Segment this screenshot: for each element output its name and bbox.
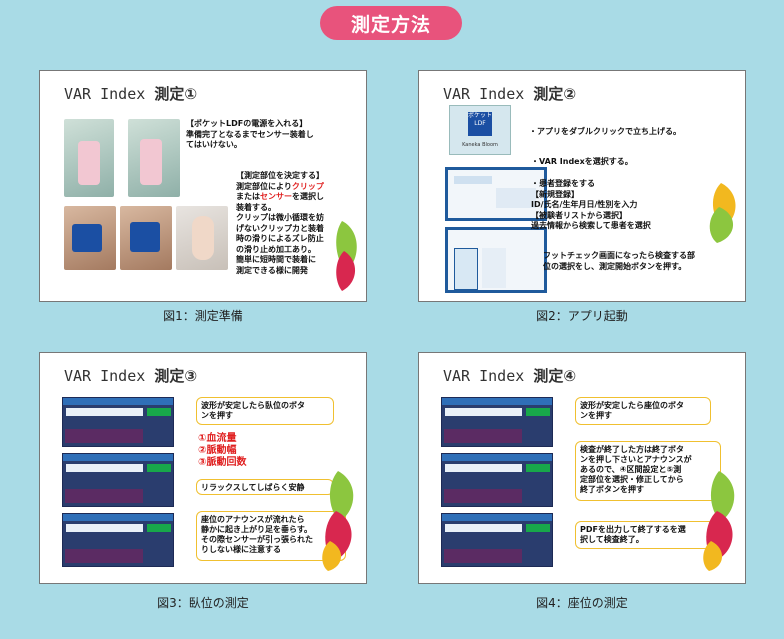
slide-title: VAR Index 測定③	[64, 367, 198, 385]
callout-box: 検査が終了した方は終了ボタ ンを押し下さいとアナウンスが あるので、④区間設定と…	[575, 441, 721, 501]
app-screenshot-1	[445, 167, 547, 221]
photo-clip-1	[64, 206, 116, 270]
slide-text: ・患者登録をする 【新規登録】 ID/氏名/生年月日/性別を入力 【被験者リスト…	[531, 179, 651, 230]
metric-label: ①血流量	[198, 433, 237, 444]
slide-title: VAR Index 測定②	[443, 85, 577, 103]
app-screenshot-2	[445, 227, 547, 293]
slide-text: 【測定部位を決定する】 測定部位によりクリップ またはセンサーを選択し 装着する…	[236, 171, 324, 275]
app-screenshot-1	[62, 397, 174, 447]
slide-title: VAR Index 測定①	[64, 85, 198, 103]
slide-caption: 図2：アプリ起動	[536, 309, 628, 323]
metric-label: ②脈動幅	[198, 445, 237, 456]
slide-text: ・アプリをダブルクリックで立ち上げる。	[529, 127, 681, 136]
slide-4: VAR Index 測定④ 波形が安定したら座位のボタ ンを押す 検査が終了した…	[418, 352, 746, 584]
slide-2: VAR Index 測定② ポケットLDF Kaneka Bloom ・アプリを…	[418, 70, 746, 302]
photo-clip-2	[120, 206, 172, 270]
app-screenshot-2	[441, 453, 553, 507]
photo-device-1	[64, 119, 114, 197]
slide-text: 【ポケットLDFの電源を入れる】 準備完了となるまでセンサー装着し てはいけない…	[186, 119, 314, 149]
highlight-text: センサー	[260, 192, 292, 201]
app-screenshot-3	[62, 513, 174, 567]
app-screenshot-1	[441, 397, 553, 447]
callout-box: 座位のアナウンスが流れたら 静かに起き上がり足を垂らす。 その際センサーが引っ張…	[196, 511, 346, 561]
slide-1: VAR Index 測定① 【ポケットLDFの電源を入れる】 準備完了となるまで…	[39, 70, 367, 302]
metric-label: ③脈動回数	[198, 457, 247, 468]
highlight-text: クリップ	[291, 181, 324, 191]
slide-caption: 図1：測定準備	[163, 309, 243, 323]
slide-title: VAR Index 測定④	[443, 367, 577, 385]
decorative-leaf-icon	[332, 221, 362, 291]
photo-device-2	[128, 119, 180, 197]
callout-box: リラックスしてしばらく安静	[196, 479, 334, 495]
callout-box: PDFを出力して終了するを選 択して検査終了。	[575, 521, 715, 549]
callout-box: 波形が安定したら座位のボタ ンを押す	[575, 397, 711, 425]
app-icon: ポケットLDF Kaneka Bloom	[449, 105, 511, 155]
photo-foot	[176, 206, 228, 270]
page-title: 測定方法	[320, 6, 462, 40]
slide-text: ・VAR Indexを選択する。	[531, 157, 633, 166]
decorative-leaf-icon	[316, 471, 360, 571]
slide-caption: 図4：座位の測定	[536, 596, 628, 610]
slide-3: VAR Index 測定③ 波形が安定したら臥位のボタ ンを押す ①血流量 ②脈…	[39, 352, 367, 584]
slide-caption: 図3：臥位の測定	[157, 596, 249, 610]
app-screenshot-3	[441, 513, 553, 567]
decorative-leaf-icon	[701, 183, 741, 243]
callout-box: 波形が安定したら臥位のボタ ンを押す	[196, 397, 334, 425]
slide-text: フットチェック画面になったら検査する部 位の選択をし、測定開始ボタンを押す。	[543, 251, 695, 271]
decorative-leaf-icon	[697, 471, 741, 571]
app-screenshot-2	[62, 453, 174, 507]
